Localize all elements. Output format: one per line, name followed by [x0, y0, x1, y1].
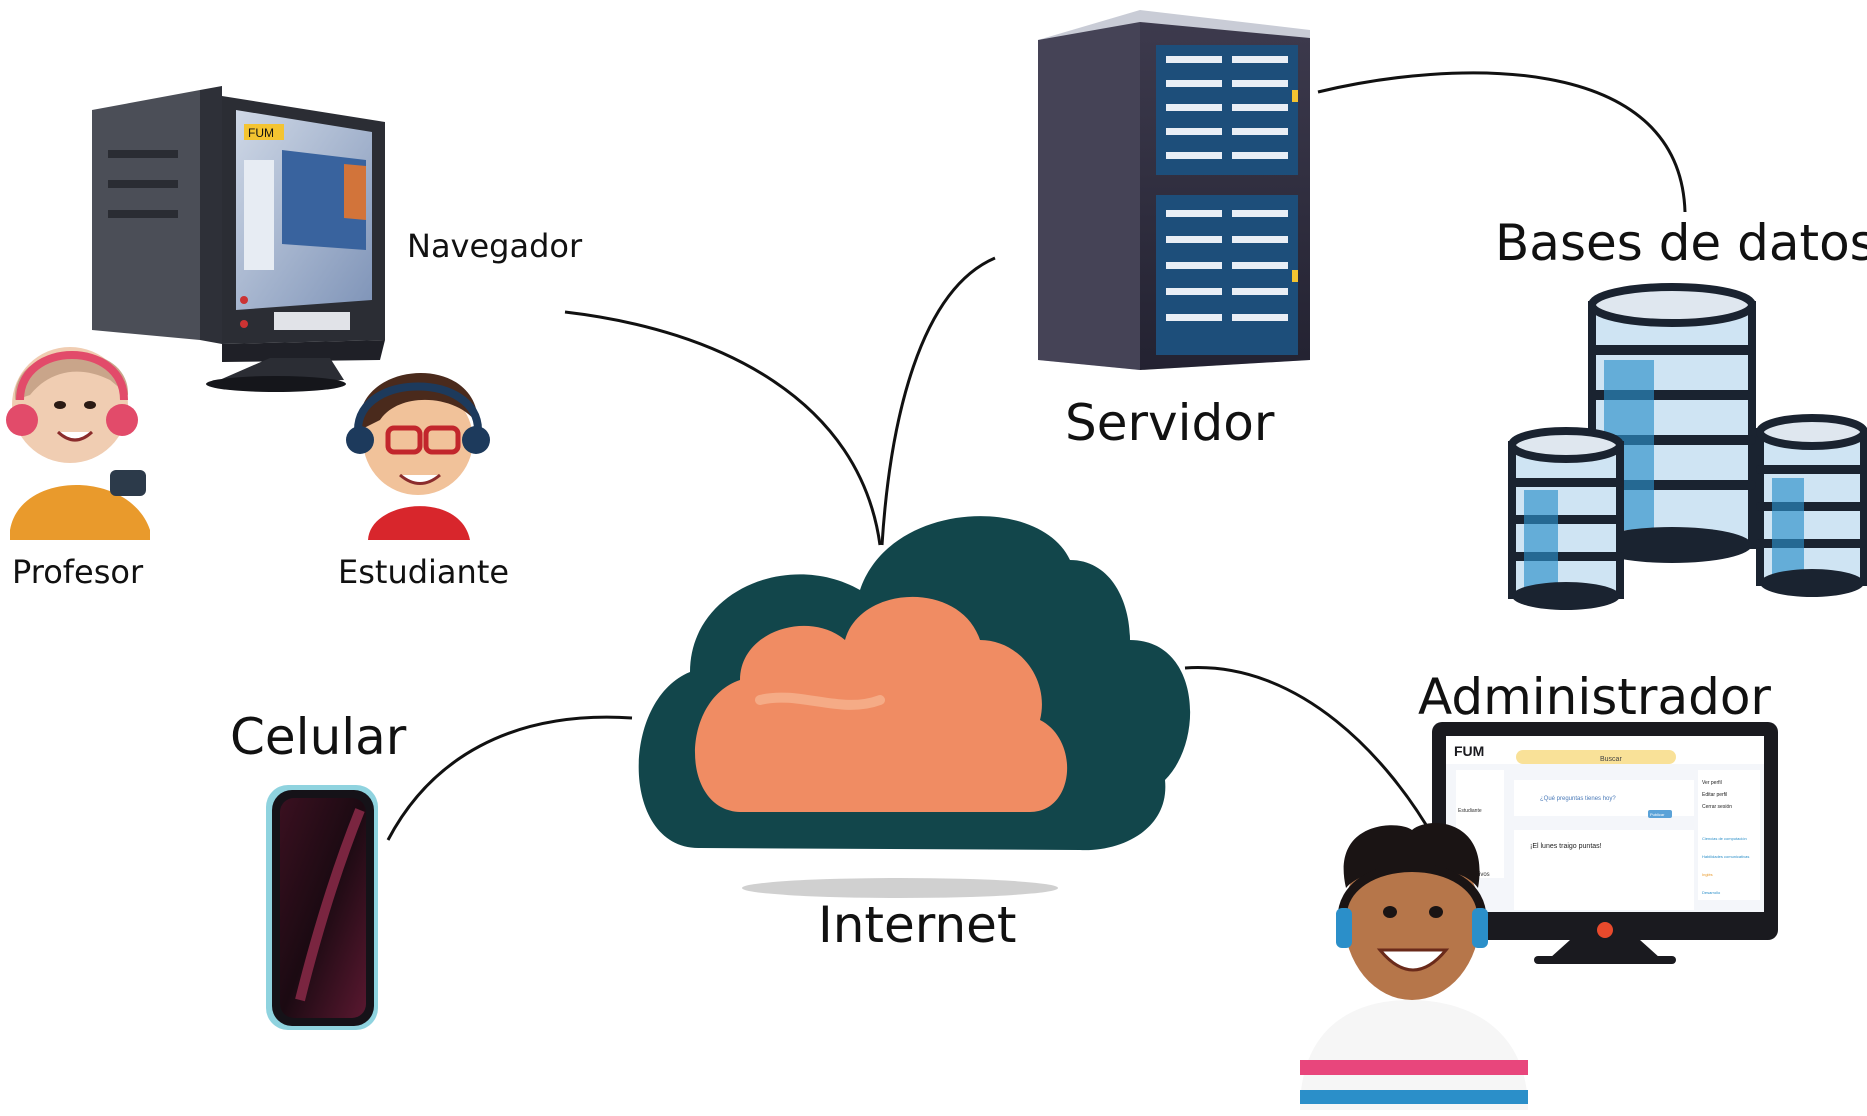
internet-cloud-icon [638, 516, 1191, 898]
line-servidor-internet [880, 256, 996, 546]
line-navegador-internet [564, 310, 882, 546]
label-celular: Celular [230, 708, 407, 766]
administrador-avatar-icon [1300, 823, 1528, 1110]
admin-sidebar-user: Estudiante [1458, 808, 1482, 814]
admin-menu-1: Editar perfil [1702, 792, 1727, 798]
celular-phone-icon [266, 785, 378, 1030]
line-celular-internet [386, 715, 633, 841]
admin-search: Buscar [1600, 756, 1622, 763]
admin-publish: Publicar [1650, 812, 1665, 817]
admin-prompt: ¿Qué preguntas tienes hoy? [1540, 796, 1616, 802]
admin-topic-2: Inglés [1702, 872, 1713, 877]
label-navegador: Navegador [407, 227, 583, 265]
admin-menu-2: Cerrar sesión [1702, 804, 1732, 810]
line-internet-admin [1184, 666, 1437, 841]
admin-logo: FUM [1454, 743, 1484, 759]
desktop-logo: FUM [248, 126, 274, 140]
admin-topic-0: Ciencias de computación [1702, 836, 1747, 841]
label-internet: Internet [818, 896, 1017, 954]
connector-lines [386, 71, 1687, 841]
desktop-computer-icon: FUM [92, 86, 385, 392]
admin-topic-1: Habilidades comunicativas [1702, 854, 1749, 859]
server-rack-icon [1038, 10, 1310, 370]
database-left [1508, 427, 1624, 610]
admin-monitor-icon: FUM Buscar Estudiante Más activos ¿Qué p… [1432, 722, 1778, 964]
label-estudiante: Estudiante [338, 553, 510, 591]
line-servidor-bd [1317, 71, 1687, 213]
label-bases-de-datos: Bases de datos [1495, 214, 1867, 272]
label-profesor: Profesor [12, 553, 144, 591]
label-administrador: Administrador [1418, 668, 1771, 726]
database-cylinders-icon [1508, 283, 1867, 610]
label-servidor: Servidor [1065, 394, 1275, 452]
admin-topic-3: Desarrollo [1702, 890, 1721, 895]
database-right [1756, 414, 1867, 597]
profesor-avatar-icon [6, 347, 150, 540]
estudiante-avatar-icon [346, 372, 490, 540]
admin-menu-0: Ver perfil [1702, 780, 1722, 786]
admin-post-title: ¡El lunes traigo puntas! [1530, 843, 1602, 850]
